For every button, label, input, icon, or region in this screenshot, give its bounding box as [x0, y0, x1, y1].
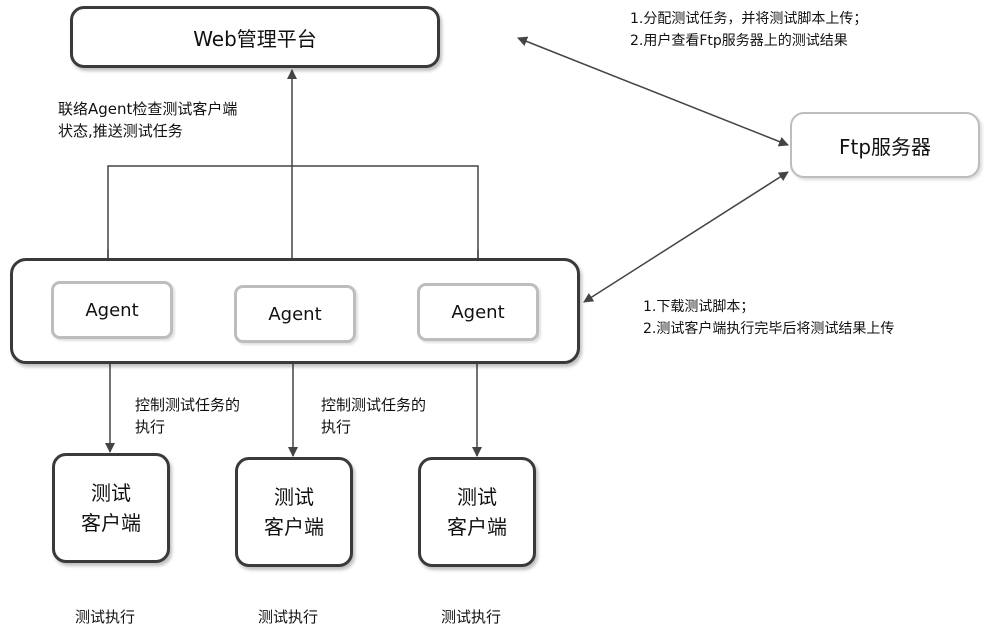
client-1-caption: 测试执行 [75, 608, 136, 626]
annotation-line: 控制测试任务的 [135, 396, 241, 414]
annotation-line: 控制测试任务的 [321, 396, 427, 414]
web-platform-box: Web管理平台 [70, 6, 440, 68]
client-label-line2: 客户端 [447, 515, 507, 539]
test-client-box-3: 测试 客户端 [418, 457, 536, 567]
annotation-line: 1.分配测试任务，并将测试脚本上传； [630, 11, 868, 27]
web-to-ftp-annotation: 1.分配测试任务，并将测试脚本上传； 2.用户查看Ftp服务器上的测试结果 [630, 8, 867, 52]
distribution-bracket [107, 165, 479, 280]
annotation-line: 执行 [135, 418, 166, 436]
annotation-line: 2.用户查看Ftp服务器上的测试结果 [630, 33, 848, 49]
web-to-agents-annotation: 联络Agent检查测试客户端 状态,推送测试任务 [58, 98, 237, 142]
ftp-server-label: Ftp服务器 [838, 134, 932, 159]
annotation-line: 执行 [321, 418, 352, 436]
client-label-line2: 客户端 [264, 515, 324, 539]
annotation-line: 状态,推送测试任务 [58, 122, 183, 140]
agent-to-client-1-annotation: 控制测试任务的 执行 [135, 394, 240, 438]
client-label-line1: 测试 [457, 485, 497, 509]
client-label-line1: 测试 [91, 481, 131, 505]
annotation-line: 联络Agent检查测试客户端 [58, 100, 238, 118]
ftp-server-box: Ftp服务器 [790, 112, 980, 178]
annotation-line: 1.下载测试脚本； [643, 299, 755, 315]
ftp-to-agents-annotation: 1.下载测试脚本； 2.测试客户端执行完毕后将测试结果上传 [643, 296, 894, 340]
client-label-line1: 测试 [274, 485, 314, 509]
annotation-line: 2.测试客户端执行完毕后将测试结果上传 [643, 321, 895, 337]
agent-label: Agent [85, 299, 139, 321]
client-2-caption: 测试执行 [258, 608, 319, 626]
client-3-caption: 测试执行 [441, 608, 502, 626]
web-platform-label: Web管理平台 [193, 26, 317, 51]
agent-to-client-2-annotation: 控制测试任务的 执行 [321, 394, 426, 438]
test-client-box-1: 测试 客户端 [52, 453, 170, 563]
client-label-line2: 客户端 [81, 511, 141, 535]
agent-box-1: Agent [51, 281, 173, 339]
agent-label: Agent [268, 303, 322, 325]
web-ftp-arrow [517, 36, 789, 147]
agent-box-2: Agent [234, 285, 356, 343]
agents-ftp-arrow [583, 171, 789, 303]
agent-box-3: Agent [417, 283, 539, 341]
test-client-box-2: 测试 客户端 [235, 457, 353, 567]
agent-label: Agent [451, 301, 505, 323]
